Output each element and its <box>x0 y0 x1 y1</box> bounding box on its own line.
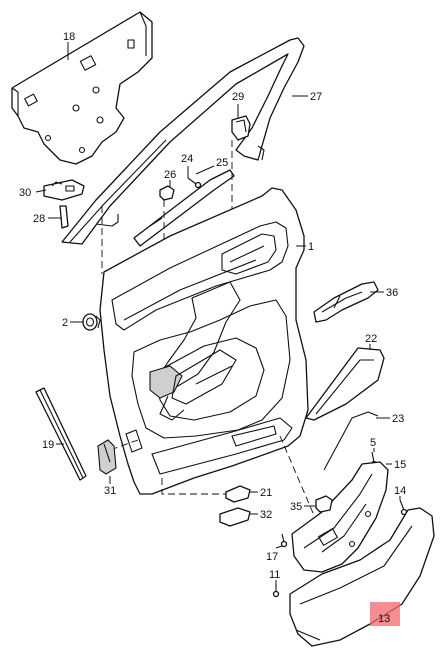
part-14-screw <box>399 499 408 516</box>
callout-31: 31 <box>104 485 116 497</box>
part-36-door-handle <box>313 281 379 323</box>
callout-labels: 18 27 29 24 25 26 30 28 1 36 2 22 23 19 … <box>19 31 406 625</box>
callout-29: 29 <box>232 91 244 103</box>
part-1-door-trim-panel <box>99 187 309 495</box>
part-35-clip <box>315 495 333 513</box>
callout-14: 14 <box>394 485 406 497</box>
callout-5: 5 <box>370 437 376 449</box>
part-18-insulation-panel <box>11 11 153 165</box>
assembly-line-g <box>279 435 317 521</box>
callout-30: 30 <box>19 187 31 199</box>
callout-24: 24 <box>181 153 193 165</box>
part-32-clip <box>219 507 251 527</box>
callout-18: 18 <box>63 31 75 43</box>
assembly-line-f <box>161 478 238 495</box>
callout-15: 15 <box>394 459 406 471</box>
part-2-grommet <box>82 313 101 331</box>
callout-27: 27 <box>310 91 322 103</box>
callout-21: 21 <box>260 487 272 499</box>
leader-lines <box>35 42 401 584</box>
part-28-plate <box>59 205 69 229</box>
callout-11: 11 <box>269 569 280 581</box>
part-17-screw <box>280 533 288 548</box>
part-22-triangle-cover <box>305 347 385 421</box>
callout-26: 26 <box>164 169 176 181</box>
callout-22: 22 <box>365 333 377 345</box>
callout-13-highlight <box>370 602 400 626</box>
part-15-armrest-bracket <box>291 461 389 573</box>
part-19-seal-strip <box>35 387 87 481</box>
part-25-upper-trim-strip <box>133 169 235 247</box>
callout-17: 17 <box>266 551 278 563</box>
part-21-clip <box>225 485 251 503</box>
callout-25: 25 <box>216 157 228 169</box>
callout-36: 36 <box>386 287 398 299</box>
callout-32: 32 <box>260 509 272 521</box>
callout-2: 2 <box>62 317 68 329</box>
part-30-bracket <box>43 179 85 201</box>
callout-19: 19 <box>42 439 54 451</box>
callout-13: 13 <box>378 613 390 625</box>
part-13-armrest-cover <box>289 507 435 647</box>
part-24-screw <box>187 177 202 189</box>
callout-35: 35 <box>290 501 302 513</box>
part-27-window-frame-trim <box>61 37 305 245</box>
part-31-reflector <box>97 439 117 475</box>
part-29-clip <box>231 115 251 141</box>
callout-23: 23 <box>392 413 404 425</box>
callout-1: 1 <box>308 241 314 253</box>
callout-28: 28 <box>33 213 45 225</box>
part-26-clip <box>159 185 175 201</box>
part-23-rod <box>323 411 379 471</box>
part-11-screw <box>272 584 280 598</box>
